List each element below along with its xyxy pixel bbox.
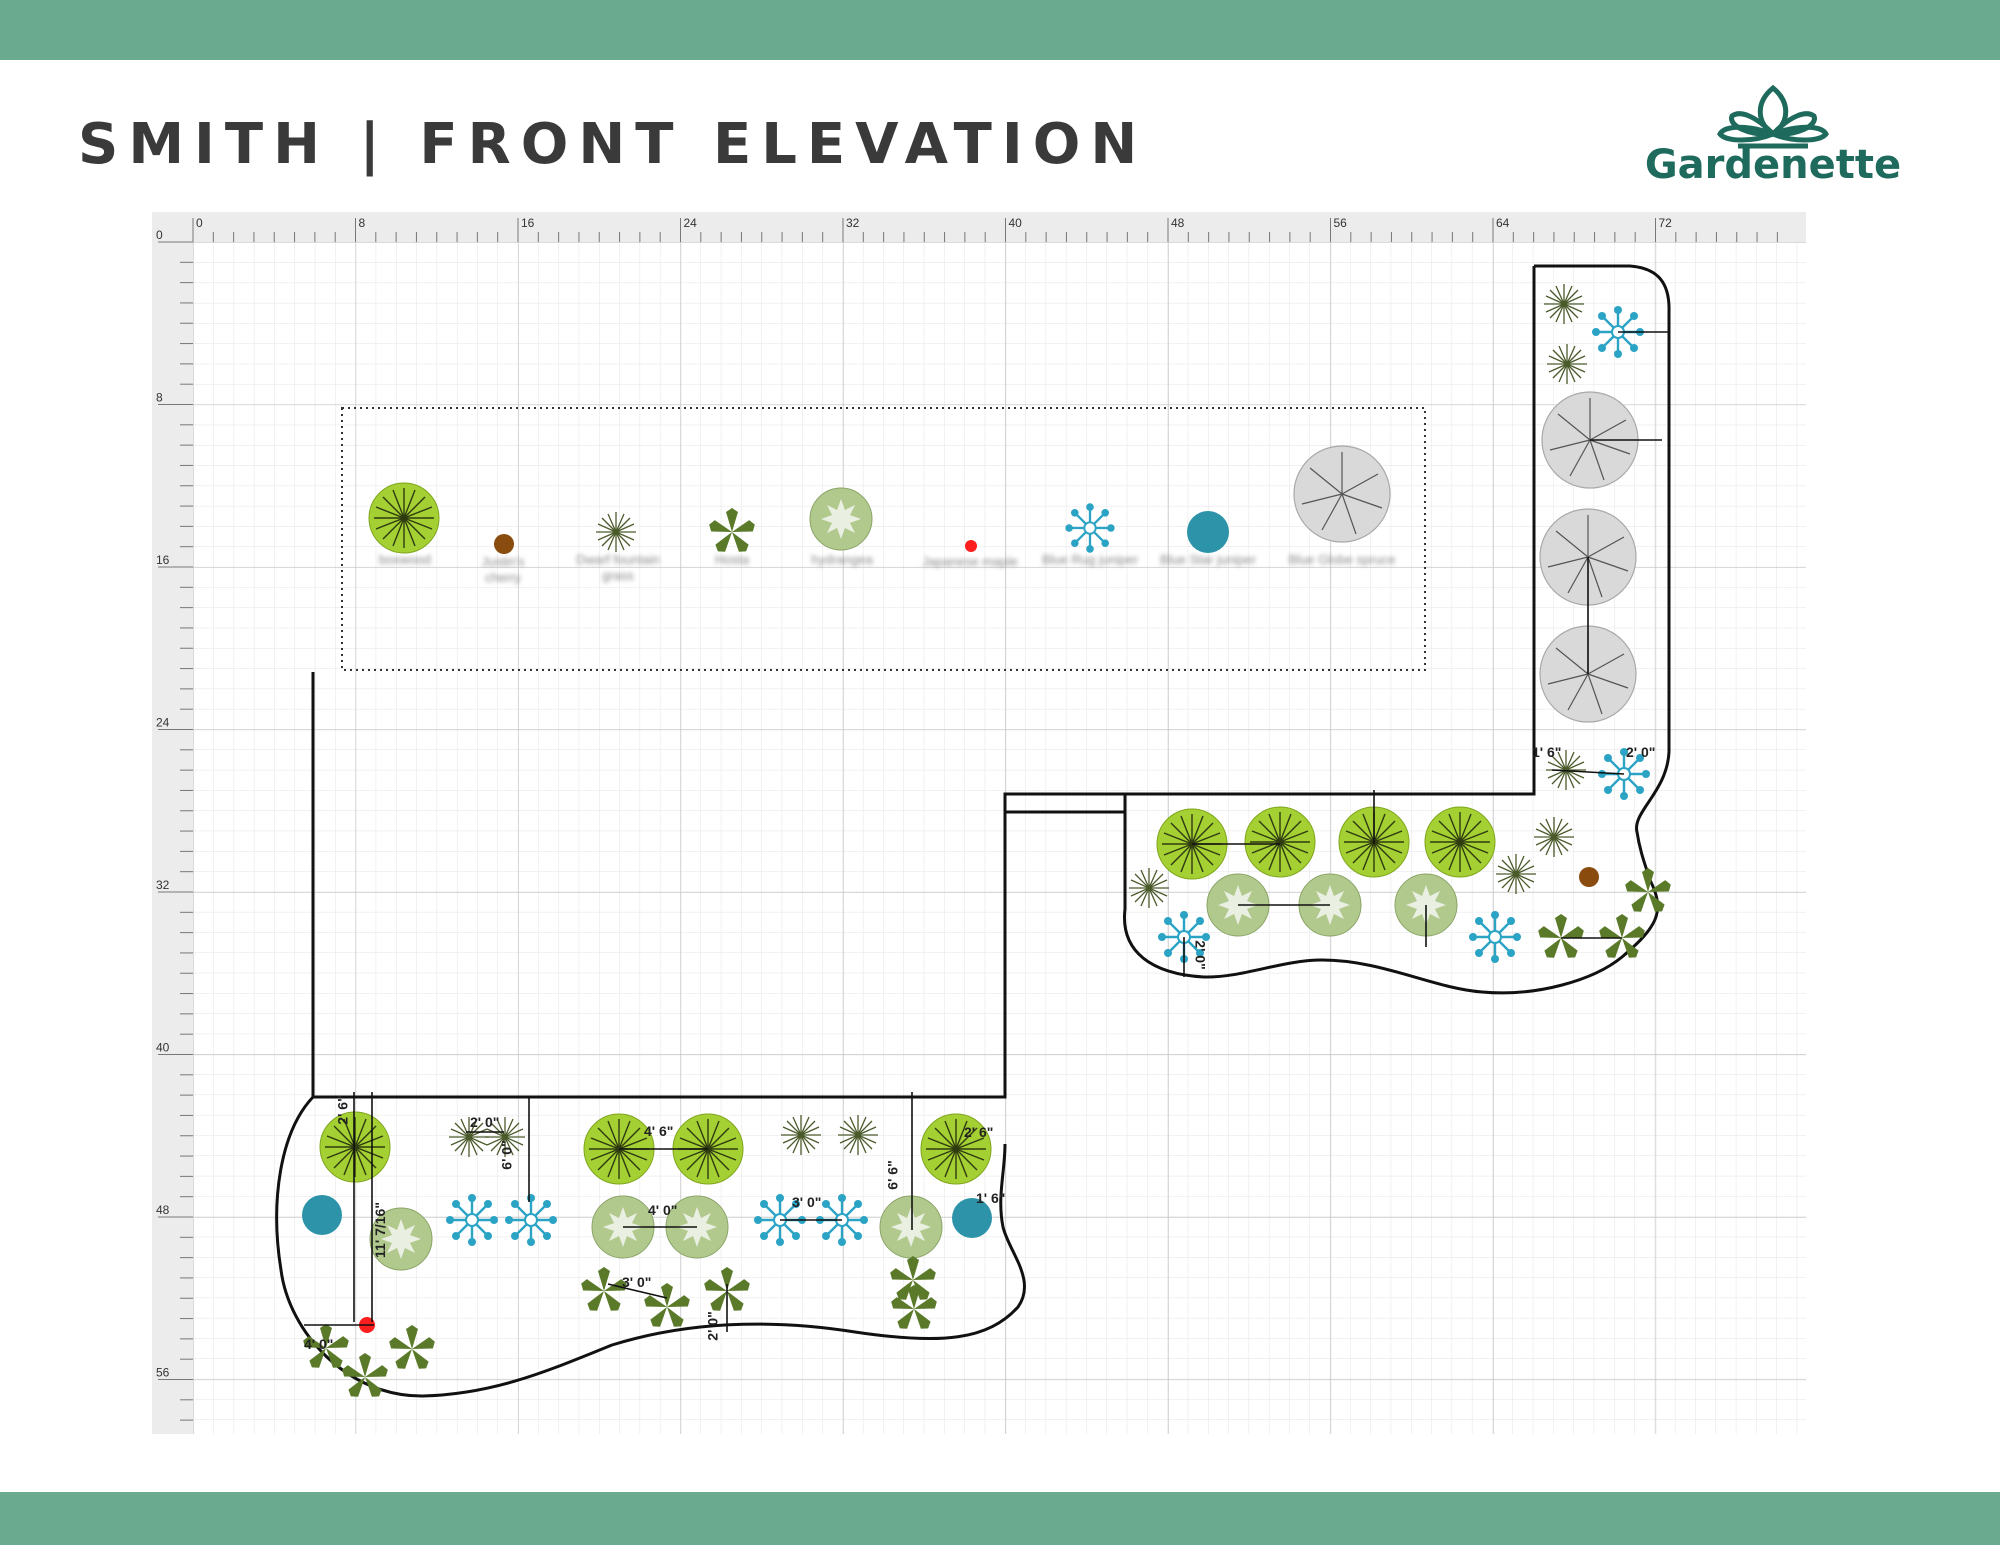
- left-bed-outline: [275, 1095, 1026, 1398]
- grey-tree-icon: [1293, 445, 1391, 543]
- legend-label: Blue Globe spruce: [1288, 552, 1396, 567]
- plant-grass: [1128, 867, 1170, 909]
- plant-blue-rug: [1467, 909, 1523, 965]
- sage-shrub-icon: [809, 487, 873, 551]
- ruler-label-top: 0: [196, 216, 203, 230]
- blue-snowflake-icon: [1064, 502, 1116, 554]
- brown-dot-icon: [494, 534, 514, 554]
- legend-label: Blue Rug juniper: [1041, 552, 1139, 567]
- plant-blue-rug: [503, 1192, 559, 1248]
- dimension-label: 2' 0": [1192, 940, 1209, 970]
- dimension-label: 6' 0": [498, 1140, 515, 1170]
- right-bed-plants: [1128, 283, 1673, 965]
- dimension-label: 2' 0": [470, 1114, 500, 1130]
- ruler-label-left: 16: [156, 553, 170, 567]
- dimension-label: 2' 0": [704, 1311, 721, 1341]
- ruler-label-left: 32: [156, 878, 170, 892]
- dimension-label: 4' 6": [644, 1123, 674, 1139]
- plant-grass: [1495, 853, 1537, 895]
- plant-grass: [780, 1114, 822, 1156]
- dimension-label: 4' 0": [304, 1336, 334, 1352]
- plant-grass: [1543, 283, 1585, 325]
- plant-hydrangea: [879, 1195, 943, 1259]
- ruler-label-top: 8: [359, 216, 366, 230]
- legend-label: Justin's cherry: [481, 554, 525, 585]
- ruler-label-top: 64: [1496, 216, 1510, 230]
- legend-label: Dwarf fountain grass: [576, 552, 660, 583]
- bottom-band: [0, 1492, 2000, 1545]
- grass-icon: [595, 511, 637, 553]
- plant-boxwood: [1424, 806, 1496, 878]
- plan-drawing: 0 8 16 24 32 40 48 56 64 72 0 8 16 24 32 40 48 56: [152, 212, 1806, 1434]
- top-band: [0, 0, 2000, 60]
- brand-name: Gardenette: [1644, 142, 1902, 188]
- plant-grass: [1546, 343, 1588, 385]
- plant-cherry: [1579, 867, 1599, 887]
- ruler-label-left: 56: [156, 1366, 170, 1380]
- ruler-label-top: 40: [1009, 216, 1023, 230]
- legend-label: Hosta: [715, 552, 749, 567]
- ruler-label-top: 72: [1659, 216, 1673, 230]
- legend-label: Japanese maple: [922, 554, 1018, 569]
- plant-boxwood: [1244, 806, 1316, 878]
- ruler-label-top: 16: [521, 216, 535, 230]
- brand-logo: Gardenette: [1628, 80, 1918, 190]
- plant-grass: [1533, 816, 1575, 858]
- plant-boxwood: [319, 1111, 391, 1183]
- teal-dot-icon: [1187, 511, 1229, 553]
- legend-label: hydrangea: [811, 552, 873, 567]
- legend-label: Blue Star juniper: [1159, 552, 1257, 567]
- left-ruler: [152, 212, 193, 1434]
- page-title: SMITH | FRONT ELEVATION: [78, 112, 1148, 177]
- dimension-label: 2' 0": [1626, 744, 1656, 760]
- house-outline: [311, 266, 1536, 1099]
- ruler-label-left: 48: [156, 1203, 170, 1217]
- plant-blue-star: [302, 1195, 342, 1235]
- legend-label: boxwood: [378, 552, 432, 567]
- site-plan: 0 8 16 24 32 40 48 56 64 72 0 8 16 24 32 40 48 56: [152, 212, 1806, 1434]
- ruler-label-top: 24: [684, 216, 698, 230]
- red-dot-icon: [965, 540, 977, 552]
- dimension-label: 4' 0": [648, 1202, 678, 1218]
- dimension-label: 2' 6": [964, 1124, 994, 1140]
- dimension-label: 3' 0": [792, 1194, 822, 1210]
- plant-blue-rug: [444, 1192, 500, 1248]
- dimension-lines: [304, 331, 1670, 1332]
- ruler-label-left: 40: [156, 1041, 170, 1055]
- legend-box: [341, 407, 1426, 671]
- ruler-label-left: 24: [156, 716, 170, 730]
- dimension-label: 1' 6": [976, 1190, 1006, 1206]
- right-bed-outline: [1123, 264, 1671, 995]
- legend-plants: [368, 445, 1391, 555]
- lotus-icon: [1717, 84, 1829, 149]
- ruler-label-top: 32: [846, 216, 860, 230]
- ruler-label-left: 8: [156, 391, 163, 405]
- dimension-label: 3' 0": [622, 1274, 652, 1290]
- lime-tree-icon: [368, 482, 440, 554]
- dimension-label: 2' 6": [334, 1095, 351, 1125]
- ruler-label-top: 56: [1334, 216, 1348, 230]
- ruler-label-top: 48: [1171, 216, 1185, 230]
- dimension-label: 6' 6": [884, 1160, 901, 1190]
- ruler-label-left: 0: [156, 228, 163, 242]
- plant-grass: [837, 1114, 879, 1156]
- dimension-label: 1' 6": [1532, 744, 1562, 760]
- plant-blue-star: [952, 1198, 992, 1238]
- dimension-label: 11' 7/16": [371, 1202, 388, 1258]
- top-ruler: [152, 212, 1806, 242]
